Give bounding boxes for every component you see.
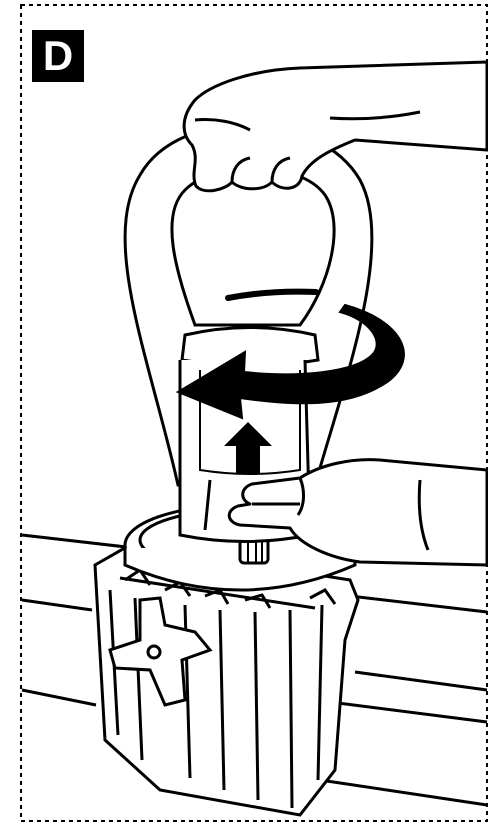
step-label-badge: D bbox=[32, 30, 84, 82]
